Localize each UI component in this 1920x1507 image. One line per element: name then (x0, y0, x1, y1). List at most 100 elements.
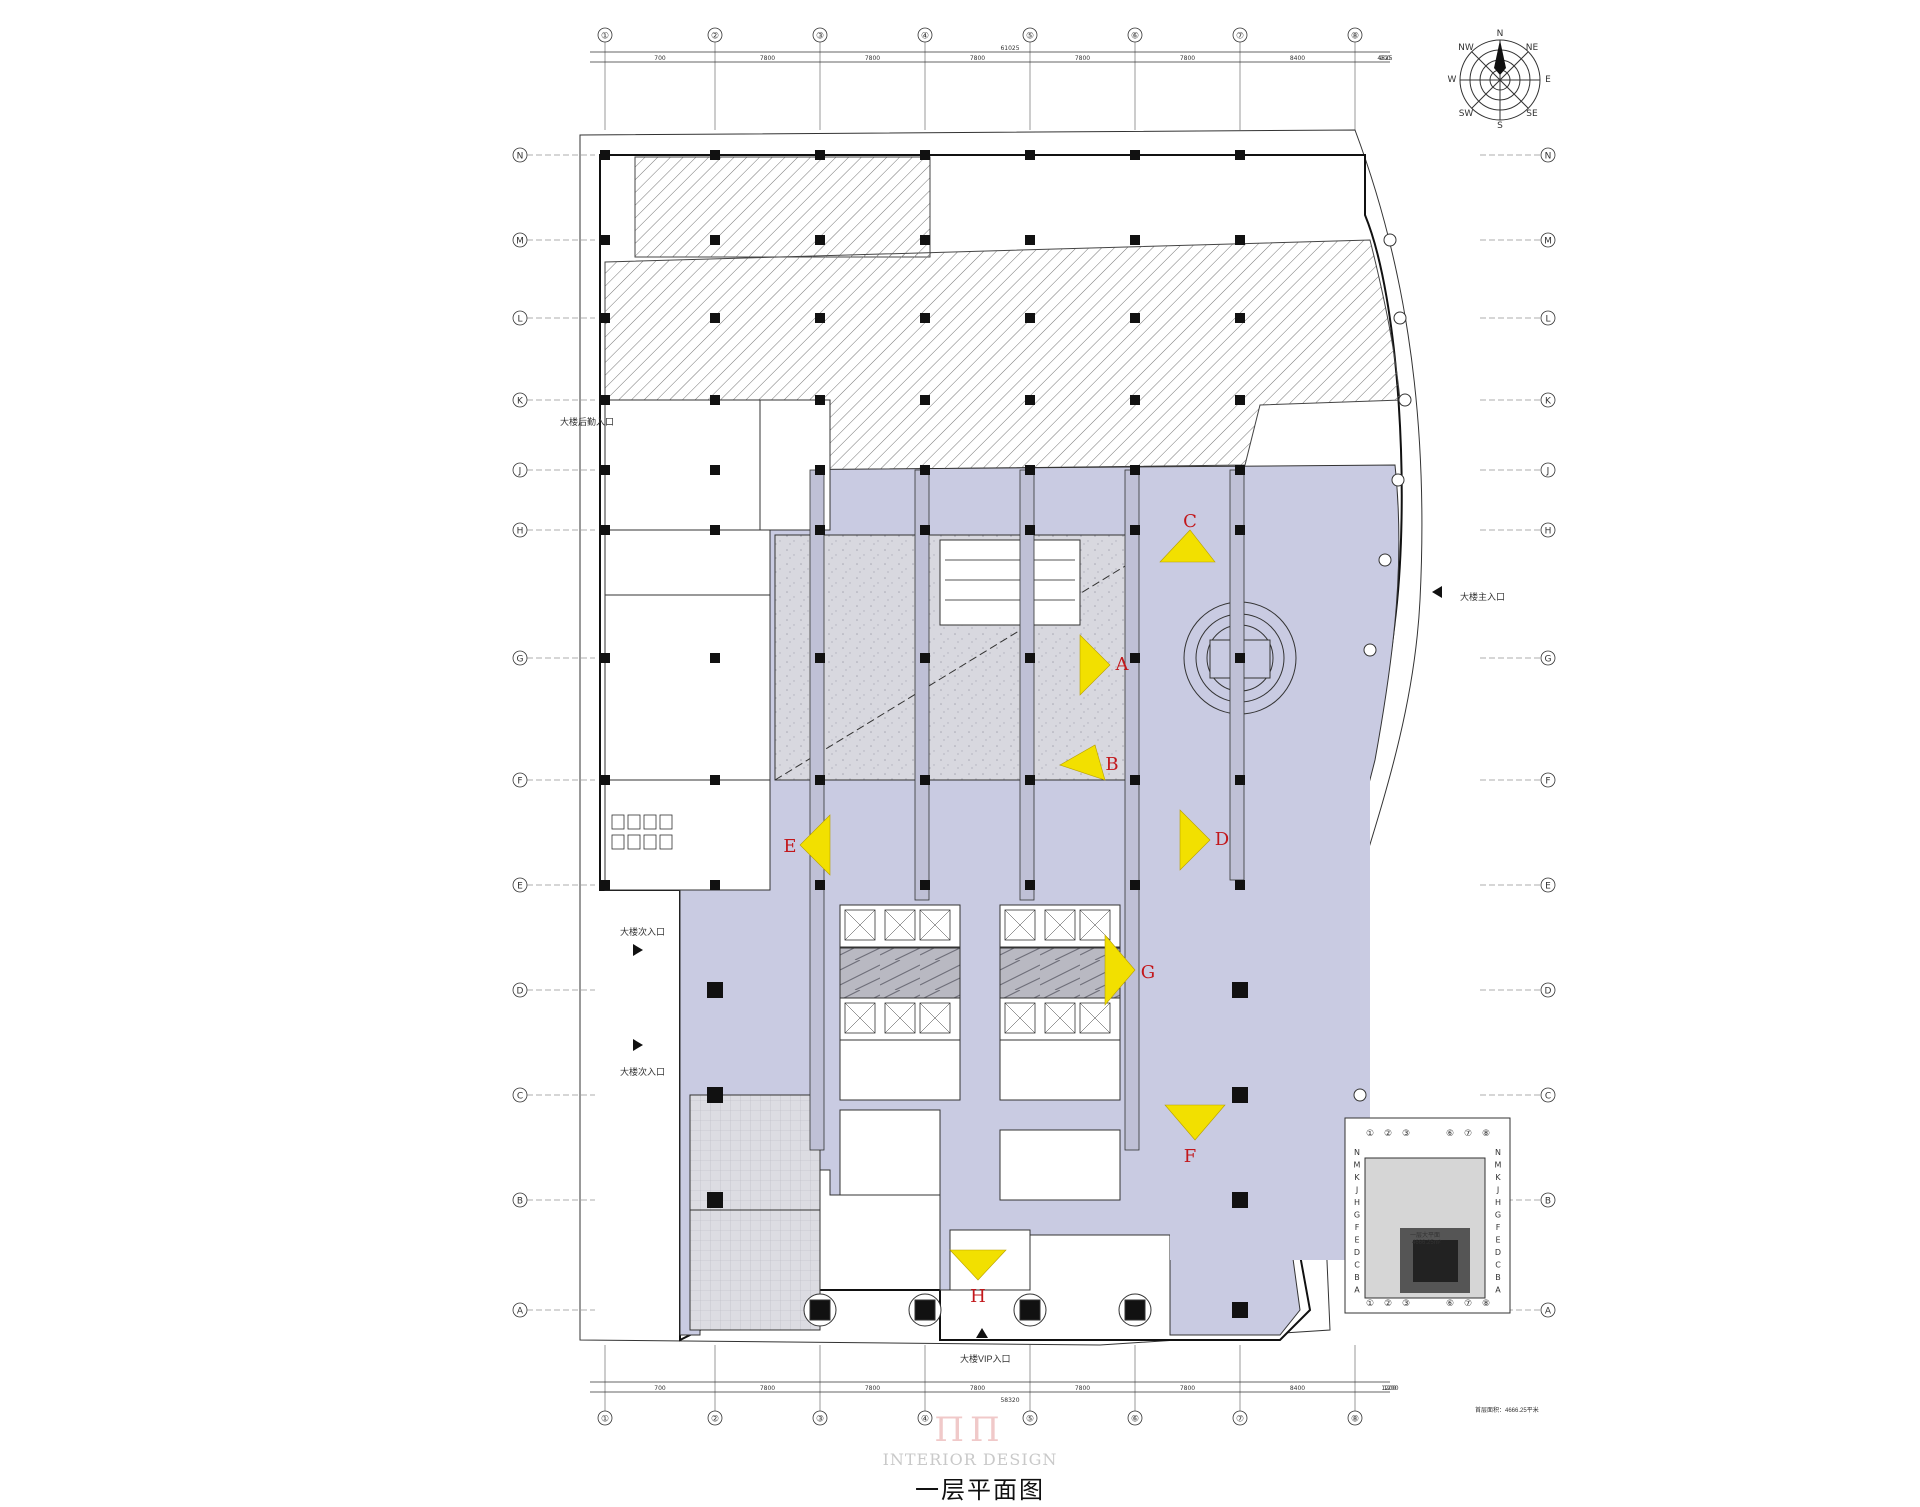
grid-column-bubble: ④ (917, 27, 933, 43)
view-marker-c: C (1159, 511, 1216, 563)
column (600, 653, 610, 663)
top-total-dimension: 61025 (1000, 45, 1019, 52)
key-plan-row-label: C (1495, 1261, 1501, 1270)
bottom-dimension-value: 7800 (970, 1385, 985, 1392)
key-plan-row-label: B (1354, 1273, 1360, 1282)
column (1232, 1302, 1248, 1318)
grid-row-bubble: E (512, 877, 528, 893)
key-plan-row-label: D (1495, 1248, 1501, 1257)
column (1130, 465, 1140, 475)
key-plan-row-label: J (1355, 1186, 1358, 1195)
bottom-dimension-value: 7800 (865, 1385, 880, 1392)
elevator-cell (844, 909, 876, 941)
view-marker-d: D (1179, 809, 1229, 871)
key-plan-row-label: H (1354, 1198, 1360, 1207)
key-plan-row-label: J (1496, 1186, 1499, 1195)
column (710, 465, 720, 475)
grid-row-bubble: A (512, 1302, 528, 1318)
svg-text:⑧: ⑧ (1351, 1415, 1359, 1425)
view-marker-f: F (1164, 1104, 1226, 1167)
bottom-dimension-value: 700 (654, 1385, 666, 1392)
grid-column-bubble: ⑤ (1022, 27, 1038, 43)
svg-text:C: C (517, 1092, 523, 1102)
elevator-cells (844, 909, 1111, 1034)
svg-text:D: D (1545, 987, 1552, 997)
column (1130, 395, 1140, 405)
bottom-dimension-value: 1200 (1383, 1385, 1398, 1392)
svg-text:⑤: ⑤ (1026, 32, 1034, 42)
grid-column-bubble: ⑧ (1347, 1410, 1363, 1426)
west-toilets (611, 814, 673, 850)
column (710, 235, 720, 245)
grid-row-bubble: K (1540, 392, 1556, 408)
key-plan-row-label: A (1354, 1286, 1360, 1295)
svg-text:⑦: ⑦ (1236, 32, 1244, 42)
grid-column-bubble: ③ (812, 1410, 828, 1426)
elevator-cell (1044, 1002, 1076, 1034)
key-plan-column-label: ① (1366, 1299, 1374, 1309)
svg-text:H: H (1545, 527, 1552, 537)
column (1235, 653, 1245, 663)
svg-text:J: J (518, 467, 522, 477)
grid-column-bubble: ② (707, 27, 723, 43)
grid-row-bubble: B (1540, 1192, 1556, 1208)
column (1025, 150, 1035, 160)
key-plan-row-label: N (1495, 1148, 1501, 1157)
key-plan-row-label: M (1495, 1161, 1502, 1170)
grid-row-bubble: H (512, 522, 528, 538)
column (815, 313, 825, 323)
column (1025, 465, 1035, 475)
column (920, 775, 930, 785)
grid-row-bubble: H (1540, 522, 1556, 538)
grid-column-bubble: ⑥ (1127, 27, 1143, 43)
column (710, 150, 720, 160)
column (920, 465, 930, 475)
svg-text:E: E (1545, 882, 1551, 892)
svg-text:②: ② (711, 32, 719, 42)
southwest-room-2 (689, 1209, 821, 1331)
elevator-cell (1044, 909, 1076, 941)
column (920, 235, 930, 245)
grid-column-bubble: ⑥ (1127, 1410, 1143, 1426)
key-plan-row-label: F (1496, 1223, 1501, 1232)
svg-text:⑧: ⑧ (1351, 32, 1359, 42)
svg-text:K: K (517, 397, 524, 407)
bottom-dimension-value: 8400 (1290, 1385, 1305, 1392)
key-plan-row-label: B (1495, 1273, 1501, 1282)
entrance-arrows (633, 586, 1442, 1338)
column (1235, 465, 1245, 475)
column (600, 525, 610, 535)
east-perimeter-circles (1353, 233, 1412, 1102)
hatched-zone-main (604, 239, 1401, 471)
svg-text:N: N (517, 152, 524, 162)
rear-entrance-label: 大楼后勤入口 (560, 417, 615, 427)
watermark-logo: ΠΠ (934, 1410, 1006, 1450)
column (1130, 525, 1140, 535)
watermark: ΠΠ INTERIOR DESIGN (860, 1410, 1080, 1469)
key-plan-column-label: ③ (1402, 1129, 1410, 1139)
grid-row-bubble: K (512, 392, 528, 408)
svg-text:⑥: ⑥ (1131, 1415, 1139, 1425)
column (815, 150, 825, 160)
key-plan-column-label: ⑥ (1446, 1299, 1454, 1309)
column (710, 525, 720, 535)
svg-text:D: D (517, 987, 524, 997)
column (1235, 395, 1245, 405)
column (1130, 313, 1140, 323)
svg-text:③: ③ (816, 1415, 824, 1425)
svg-text:⑦: ⑦ (1236, 1415, 1244, 1425)
main-entrance-label: 大楼主入口 (1460, 592, 1506, 602)
top-dimension-value: 7800 (970, 55, 985, 62)
svg-text:B: B (1545, 1197, 1551, 1207)
svg-text:L: L (1545, 315, 1550, 325)
elevator-cell (919, 1002, 951, 1034)
grid-row-bubble: J (1540, 462, 1556, 478)
column (1130, 235, 1140, 245)
column (920, 525, 930, 535)
core-right-marble (999, 947, 1121, 999)
column (1025, 313, 1035, 323)
key-plan-row-label: M (1354, 1161, 1361, 1170)
key-plan-row-label: K (1354, 1173, 1360, 1182)
key-plan-column-label: ② (1384, 1299, 1392, 1309)
